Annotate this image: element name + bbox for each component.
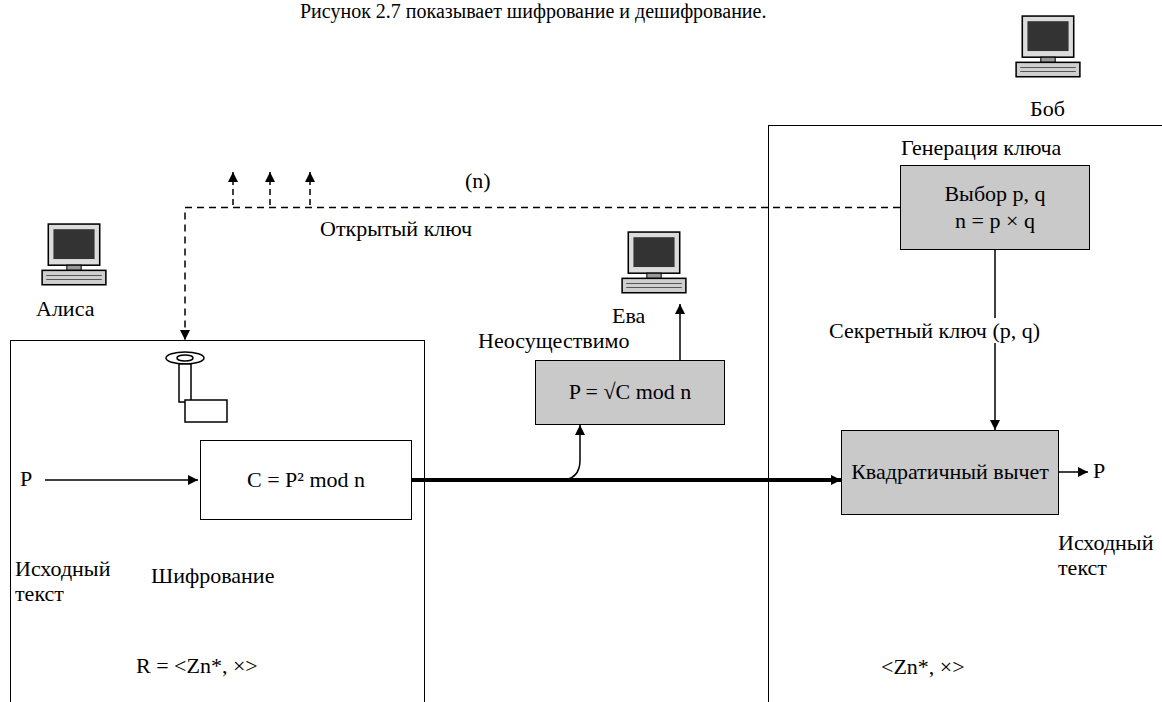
note-text: Неосуществимо [478, 328, 629, 353]
connector [412, 425, 580, 480]
connector [185, 208, 900, 341]
eve-computer [622, 232, 686, 293]
region-text: R = <Zn*, ×> [136, 653, 258, 678]
figure-caption-line: Рисунок 2.7 показывает шифрование и деши… [300, 0, 766, 23]
plaintext-symbol: P [1093, 458, 1105, 483]
eve-arrow [679, 304, 681, 360]
region-text: <Zn*, ×> [881, 654, 965, 679]
bob-region: <Zn*, ×>Генерация ключаВыбор p, qn = p ×… [768, 125, 1162, 702]
box-text: C = P² mod n [247, 467, 365, 493]
box-text: Выбор p, q [944, 181, 1045, 207]
plaintext-label: Исходный текст [15, 556, 125, 607]
antenna-symbol [166, 352, 227, 422]
party-name: Алиса [36, 296, 94, 321]
party-name: Боб [1030, 96, 1065, 121]
alice-computer [42, 224, 106, 285]
box-text: n = p × q [955, 208, 1035, 234]
encryption-box: C = P² mod n [200, 440, 412, 520]
edge-label: (n) [462, 168, 494, 193]
key-label: Открытый ключ [320, 216, 472, 241]
output-arrow [1056, 471, 1088, 473]
broadcast-arrows [233, 172, 310, 205]
box-heading: Генерация ключа [901, 135, 1061, 160]
party-name: Ева [612, 303, 645, 328]
key-generation-box: Генерация ключаВыбор p, qn = p × q [900, 165, 1090, 250]
plaintext-symbol: P [20, 466, 32, 491]
bob-computer [1016, 16, 1080, 77]
eavesdropper-box: P = √C mod n [535, 360, 725, 425]
alice-region: Шифрование R = <Zn*, ×> C = P² mod n [10, 340, 425, 702]
quadratic-residue-box: Квадратичный вычет [841, 430, 1059, 515]
input-arrow [45, 479, 198, 481]
edge-label: Секретный ключ (p, q) [826, 318, 1043, 343]
box-text: Квадратичный вычет [851, 459, 1049, 485]
region-text: Шифрование [151, 563, 274, 588]
plaintext-label: Исходный текст [1058, 530, 1158, 581]
box-text: P = √C mod n [569, 379, 692, 405]
